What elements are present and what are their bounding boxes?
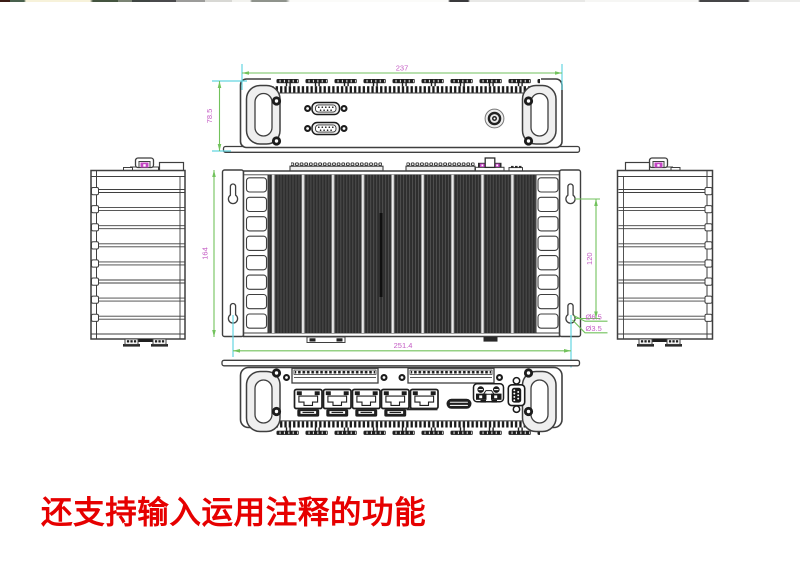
keyhole-slot-top-right [565, 183, 576, 205]
terminal-screw-2 [380, 374, 388, 381]
front-panel-view [221, 359, 581, 435]
heatsink-fins [267, 174, 537, 333]
front-screw-top-left [271, 368, 282, 378]
usb-port-4 [384, 409, 407, 417]
terminal-block-2 [407, 367, 495, 384]
dim-body-height: 164 [201, 170, 216, 337]
keyhole-slot-top-left [227, 183, 239, 205]
power-jack [484, 108, 505, 129]
terminal-screw-4 [496, 374, 503, 381]
rear-handle-left [245, 84, 281, 145]
dim-mount-width-label: 251.4 [394, 341, 413, 350]
hdmi-port [446, 398, 472, 409]
terminal-pins-row-1 [289, 162, 384, 172]
dim-rear-width-label: 237 [396, 64, 409, 73]
side-right-body [616, 169, 714, 340]
usb-port-3 [355, 409, 378, 417]
front-screw-bottom-left [271, 406, 282, 417]
front-handle-right [521, 370, 557, 433]
front-handle-left [245, 370, 281, 433]
dim-hole-large-label: Ø6.5 [586, 312, 602, 321]
rear-fin-comb [271, 79, 541, 94]
power-terminal [472, 383, 505, 403]
rear-screw-top-right [523, 96, 534, 106]
antenna-connector-left [129, 157, 160, 172]
dim-rear-width: 237 [241, 64, 563, 90]
terminal-pins-row-2 [405, 162, 476, 172]
dim-hole-small-label: Ø3.5 [586, 324, 602, 333]
terminal-block-1 [291, 367, 379, 384]
rear-screw-bottom-right [523, 136, 534, 146]
dim-rear-height-label: 78.5 [205, 109, 214, 124]
dim-hole-diameters: Ø6.5 Ø3.5 [572, 312, 608, 334]
rear-panel-view: 237 78.5 [205, 64, 581, 153]
side-left-aux-connector [158, 161, 185, 172]
dim-hole-spacing-label: 120 [585, 252, 594, 265]
dim-hole-spacing-vertical: 120 [575, 198, 600, 320]
dim-rear-height: 78.5 [205, 80, 247, 152]
rear-handle-right [521, 84, 557, 145]
side-right-feet [636, 338, 683, 348]
front-fin-comb [271, 420, 541, 435]
rear-screw-bottom-left [271, 136, 282, 146]
caption-text: 还支持输入运用注释的功能 [41, 494, 427, 530]
front-mount-plate [221, 359, 581, 367]
rear-screw-top-left [271, 96, 282, 106]
ethernet-port-4 [380, 388, 410, 410]
terminal-screw-1 [283, 374, 290, 381]
heatsink-bottom-feet [306, 336, 498, 343]
dim-hole-spacing-horizontal: 251.4 [232, 315, 572, 368]
usb-port-1 [297, 409, 320, 417]
dim-body-height-label: 164 [201, 247, 210, 260]
heatsink-plan-view: 164 120 Ø6.5 Ø3.5 [201, 157, 608, 368]
usb-port-2 [326, 409, 349, 417]
terminal-screw-3 [398, 374, 406, 381]
ethernet-port-5 [409, 388, 439, 410]
ethernet-port-3 [351, 388, 381, 410]
ethernet-port-2 [322, 388, 352, 410]
side-view-right [616, 157, 714, 348]
top-edge-image-sliver [0, 0, 800, 2]
heatsink-fin-slot [379, 213, 383, 297]
power-connector-top [475, 157, 505, 172]
side-left-feet [122, 338, 169, 348]
side-right-aux-connector [624, 161, 651, 172]
side-left-body [90, 169, 186, 340]
front-screw-bottom-right [523, 406, 534, 417]
front-screw-top-right [523, 368, 534, 378]
side-view-left [90, 157, 186, 348]
ethernet-port-1 [293, 388, 323, 410]
ethernet-port-5-base [406, 408, 438, 411]
serial-port-front [507, 376, 526, 414]
